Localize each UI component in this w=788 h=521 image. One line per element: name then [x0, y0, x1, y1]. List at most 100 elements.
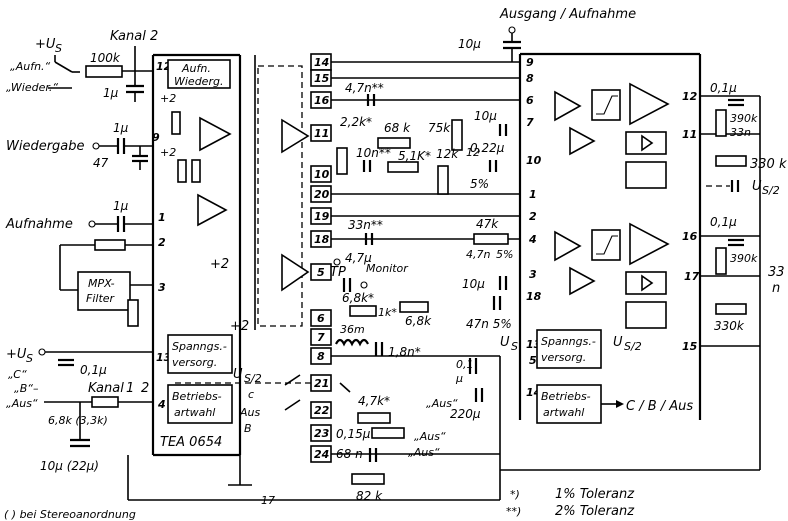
pin-18: 18	[314, 233, 330, 246]
pin2-resistor	[94, 239, 126, 251]
aufn-box-line1: Aufn.	[181, 62, 211, 75]
b-small-label: B	[244, 422, 252, 435]
us-supply-sub: S	[55, 42, 62, 55]
cap-47n-label: 47n 5%	[466, 317, 512, 331]
rpin-3: 3	[529, 268, 537, 281]
resistor-1k-label: 1k*	[378, 306, 397, 319]
resistor-68k	[377, 137, 411, 149]
pin-14: 14	[314, 56, 329, 69]
switch-arrow	[339, 382, 351, 393]
pin-box-23	[310, 424, 332, 442]
tol2-mark: **)	[506, 505, 521, 518]
cap-01u-bot-label: 0,1μ	[80, 363, 107, 377]
pin-15: 15	[314, 72, 330, 85]
betriebs-box-right	[536, 384, 602, 424]
us2-left-sub: S/2	[244, 372, 262, 385]
pin-24: 24	[314, 448, 329, 461]
resistor-390k-label: 390k	[730, 112, 758, 125]
resistor-2k2	[336, 147, 348, 175]
cap-220u-label: 220μ	[450, 407, 481, 421]
us2-left: U	[233, 367, 243, 382]
ausgang-label: Ausgang / Aufnahme	[499, 7, 636, 22]
spanngs-box-right	[536, 329, 602, 369]
resistor-390k-2	[715, 247, 727, 275]
limiter-upper-curve	[596, 95, 618, 115]
cap-33n-r-label: 33n	[730, 126, 751, 139]
frpin-11: 11	[682, 128, 697, 141]
cba-arrow-head	[616, 400, 624, 408]
betriebs-box-left	[167, 384, 233, 424]
us2-right-sub: S/2	[624, 340, 642, 353]
aufn-switch-label: „Aufn.“	[10, 60, 51, 73]
mpx-label-1: MPX-	[88, 277, 115, 290]
aufn-wiederg-box	[167, 59, 231, 89]
kanal2-label: Kanal 2	[110, 29, 158, 44]
pin-9-label: 9	[152, 131, 160, 144]
spanngs-box-left	[167, 334, 233, 374]
amp-upper-1	[554, 90, 582, 122]
rpin-18: 18	[526, 290, 542, 303]
resistor-6k8-b-label: 6,8k	[405, 314, 432, 328]
rpin-7: 7	[526, 116, 534, 129]
resistor-330k-2	[715, 303, 747, 315]
betriebs-left-1: Betriebs-	[172, 390, 222, 403]
cap-022u-label: 0,22μ	[470, 141, 505, 155]
pin-23: 23	[314, 427, 330, 440]
amp-lower-2	[629, 222, 670, 266]
opamp-left-2	[197, 193, 228, 227]
pin-2-label: 2	[158, 236, 166, 249]
amp-lower-1	[554, 230, 582, 262]
pin-11: 11	[314, 127, 329, 140]
resistor-47k-label: 47k	[476, 217, 499, 231]
detector-upper	[625, 161, 667, 189]
aus-label-1: „Aus“	[426, 397, 458, 410]
r330k-edge-label: 330 k	[750, 157, 787, 172]
switch-arm	[54, 61, 73, 73]
cap-33n-edge-label: 33	[768, 265, 785, 280]
cap-01-mid-u: μ	[455, 372, 463, 385]
rpin-9: 9	[526, 56, 534, 69]
ic-internal-dash	[257, 65, 303, 327]
cba-label: C / B / Aus	[626, 399, 693, 414]
us-r-sub: S/2	[762, 184, 780, 197]
us2-right: U	[613, 335, 623, 350]
spanngs-left-1: Spanngs.-	[172, 340, 227, 353]
cap-33n-edge-label-2: n	[772, 281, 780, 296]
pin-6: 6	[317, 312, 325, 325]
pin-19: 19	[314, 210, 330, 223]
opamp-center-2	[281, 253, 310, 292]
c-label: „C“	[8, 368, 27, 381]
monitor-label: Monitor	[366, 262, 409, 275]
kanal-num-2: 2	[141, 381, 149, 396]
resistor-330k-2-label: 330k	[714, 319, 745, 333]
cap-68n-label: 68 n	[336, 447, 363, 461]
aus-b-label: Aus	[239, 406, 260, 419]
pin-17-bottom: 17	[261, 494, 275, 507]
us-bottom-label: +U	[6, 347, 27, 362]
pin-16: 16	[314, 94, 330, 107]
tea-label: TEA 0654	[160, 435, 222, 450]
plus2-mid: +2	[160, 146, 176, 159]
resistor-390k-2-label: 390k	[730, 252, 758, 265]
aus-label: „Aus“	[6, 397, 38, 410]
rpin-2: 2	[529, 210, 537, 223]
cap-47-label: 47	[93, 156, 109, 170]
pct5-label: 5%	[470, 177, 489, 191]
pin-7: 7	[317, 331, 325, 344]
cap-01u-r2-label: 0,1μ	[710, 215, 737, 229]
aus-label-3: „Aus“	[408, 446, 440, 459]
aufn-box-line2: Wiederg.	[174, 75, 223, 88]
cap-1u-c-label: 1μ	[113, 199, 129, 213]
resistor-82k-label: 82 k	[356, 489, 383, 503]
rpin-10: 10	[526, 154, 542, 167]
resistor-390k	[715, 109, 727, 137]
tp-terminal	[333, 258, 341, 266]
resistor-4k7	[357, 412, 391, 424]
tol2-label: 2% Toleranz	[555, 504, 635, 519]
mpx-resistor	[127, 299, 139, 327]
mpx-label-2: Filter	[86, 292, 116, 305]
limiter-lower-curve	[596, 235, 618, 255]
wiedergabe-label: Wiedergabe	[6, 139, 85, 154]
pin-box-10	[310, 165, 332, 183]
plus2-center: +2	[210, 257, 229, 272]
